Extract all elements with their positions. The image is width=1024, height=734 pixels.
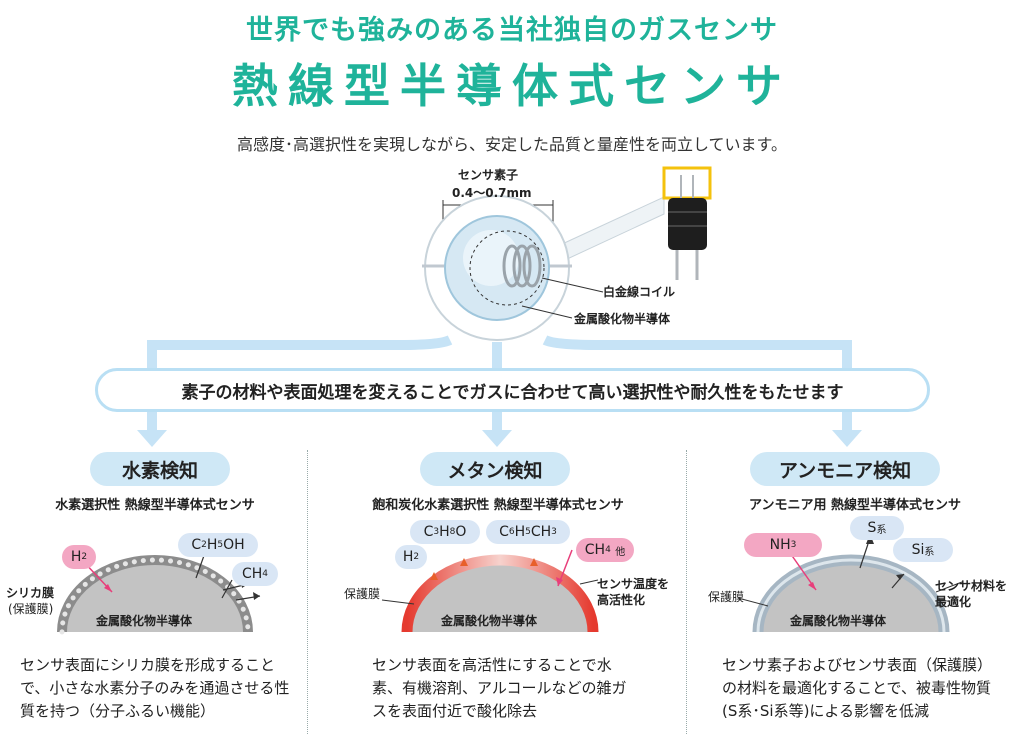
hydrogen-description: センサ表面にシリカ膜を形成することで、小さな水素分子のみを通過させる性質を持つ（… [20,656,290,720]
semiconductor-label: 金属酸化物半導体 [96,614,193,628]
semiconductor-label: 金属酸化物半導体 [441,614,538,628]
semiconductor-label: 金属酸化物半導体 [790,614,887,628]
lead-text: 高感度･高選択性を実現しながら、安定した品質と量産性を両立しています。 [237,135,787,154]
material-label: センサ材料を [935,579,1008,593]
temperature-label: センサ温度を [597,577,670,591]
methane-heading: メタン検知 [420,452,570,486]
material-label-2: 最適化 [935,595,972,609]
protective-film-label: (保護膜) [8,602,54,616]
silica-film-label: シリカ膜 [6,586,55,600]
element-label: センサ素子 [458,168,519,182]
hydrogen-subheading: 水素選択性 熱線型半導体式センサ [55,498,255,513]
hydrogen-sensor-diagram [57,549,261,635]
column-divider [686,450,687,734]
methane-subheading: 飽和炭化水素選択性 熱線型半導体式センサ [372,498,624,513]
ammonia-heading: アンモニア検知 [750,452,940,486]
column-divider [307,450,308,734]
methane-description: センサ表面を高活性にすることで水素、有機溶剤、アルコールなどの雑ガスを表面付近で… [372,656,627,720]
ammonia-subheading: アンモニア用 熱線型半導体式センサ [748,498,961,513]
semiconductor-label: 金属酸化物半導体 [574,312,671,326]
subtitle: 世界でも強みのある当社独自のガスセンサ [246,15,778,46]
page-title: 熱線型半導体式センサ [232,59,792,113]
methane-sensor-diagram [381,549,599,633]
protective-film-label: 保護膜 [344,587,381,601]
element-size: 0.4～0.7mm [452,186,532,200]
ammonia-description: センサ素子およびセンサ表面（保護膜）の材料を最適化することで、被毒性物質(S系･… [722,656,993,720]
hydrogen-heading: 水素検知 [90,452,230,486]
selectivity-banner: 素子の材料や表面処理を変えることでガスに合わせて高い選択性や耐久性をもたせます [95,368,930,412]
ammonia-sensor-diagram [737,534,963,633]
protective-film-label: 保護膜 [708,590,745,604]
coil-label: 白金線コイル [603,285,676,299]
temperature-label-2: 高活性化 [597,593,646,607]
